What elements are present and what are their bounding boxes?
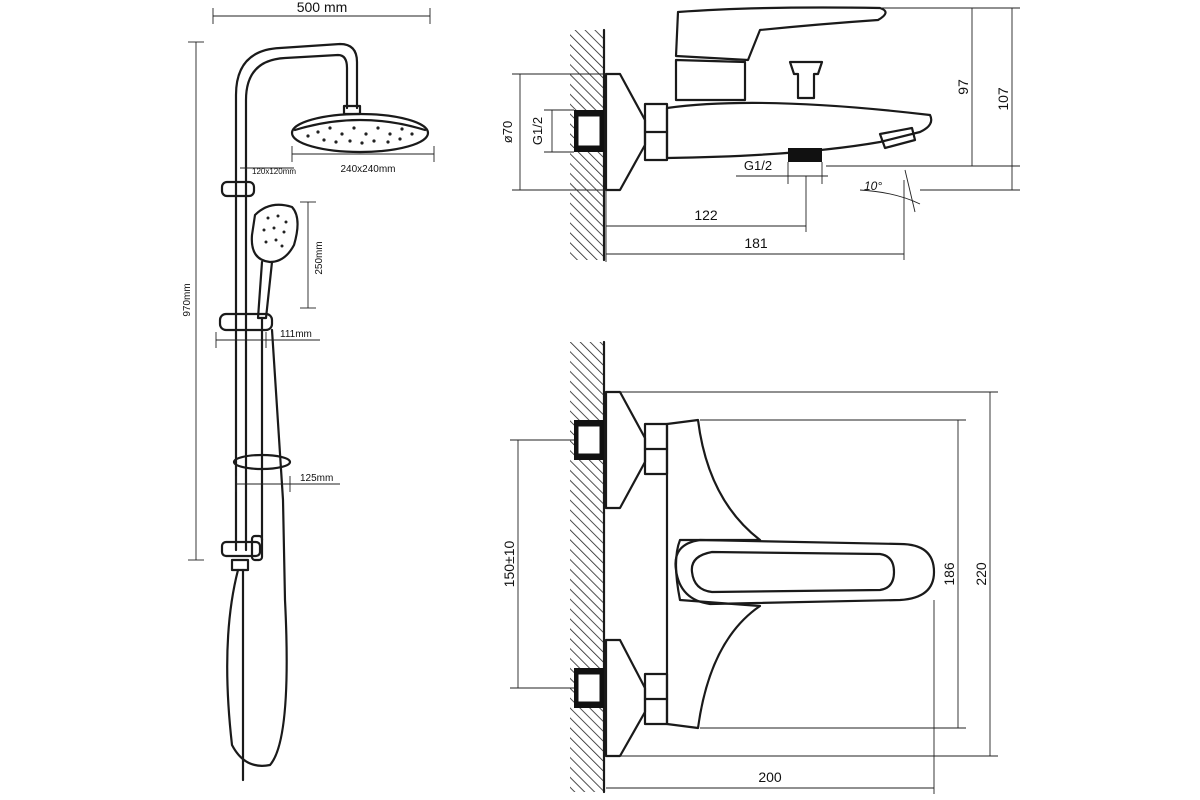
spout-tip [878,126,917,150]
diverter-outlet [230,558,250,572]
mixer-body [665,101,933,160]
width-label: 500 mm [297,0,348,15]
top-holder [220,180,256,198]
column-pipe-inner [244,53,349,552]
cartridge-housing [674,58,747,102]
diverter [220,540,262,558]
handshower-length-label: 250mm [314,241,325,274]
head-top [293,118,427,132]
wall-hatch-bottom [570,342,604,792]
inlet-thread-label: G1/2 [530,117,545,145]
hand-shower-handle [256,260,274,320]
flange [604,72,647,192]
slide-holder [218,312,274,332]
head-outline [290,112,430,154]
shelf-offset-label: 125mm [300,473,333,484]
lever-top [674,538,936,606]
head-size-label: 240x240mm [340,164,395,175]
mixer-body-top [665,418,762,730]
diverter-knob [250,534,264,562]
outlet-thread [788,148,822,162]
column-pipe-outer [234,42,359,552]
depth-label: 200 [758,769,782,785]
flange-diameter-label: ø70 [500,121,515,143]
height-label: 970mm [182,283,193,316]
inner-width-label: 186 [941,562,957,586]
mixer-side-view: ø70 G1/2 G1/2 10° 122 181 97 107 [500,6,1020,262]
body-height-label: 97 [955,79,971,95]
spout-length-label: 181 [744,235,768,251]
diverter-knob-side [788,60,824,100]
hand-shower [250,203,299,320]
mixer-top-view: 150±10 186 220 200 [501,340,998,794]
outlet-distance-label: 122 [694,207,718,223]
holder-offset-label: 111mm [280,329,312,340]
hose-loop [226,328,288,767]
outer-width-label: 220 [973,562,989,586]
flange-upper [604,390,647,510]
spout-angle-label: 10° [864,179,882,193]
lever [674,6,887,62]
flange-lower [604,638,647,758]
rain-shower-head [290,112,430,154]
hand-shower-head [250,203,299,264]
lever-inner [690,550,896,594]
holder-label: 120x120mm [252,167,296,176]
outlet-thread-label: G1/2 [744,158,772,173]
inlet-spacing-label: 150±10 [501,540,517,587]
shower-column-drawing: 500 mm 970mm 240x240mm 120x120mm 250mm 1… [182,0,435,782]
total-height-label: 107 [995,87,1011,111]
